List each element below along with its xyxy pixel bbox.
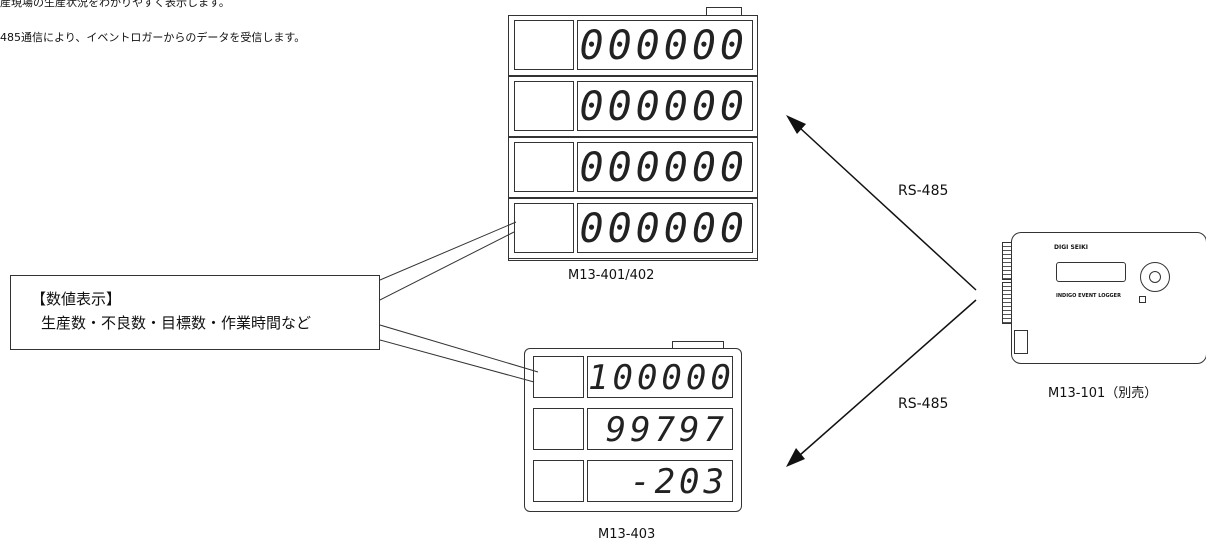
arrow-line-upper <box>799 127 977 291</box>
display-top-model: M13-401/402 <box>568 268 655 283</box>
logger-connector <box>1014 330 1028 354</box>
leader-line-bottom-1 <box>379 324 539 373</box>
label-slot-1 <box>514 20 574 70</box>
description-line-1: 産現場の生産状況をわかりやすく表示します。 <box>0 0 230 9</box>
logger-lcd <box>1056 262 1126 282</box>
rs485-label-upper: RS-485 <box>898 183 949 199</box>
logger-model: M13-101（別売） <box>1048 386 1158 401</box>
label-slot-b1 <box>533 356 584 398</box>
leader-line-top-2 <box>379 231 515 301</box>
leader-line-bottom-2 <box>379 339 535 383</box>
lcd-row-3: 000000 <box>577 142 753 192</box>
display-bottom-model: M13-403 <box>598 527 656 542</box>
description-line-2: 485通信により、イベントロガーからのデータを受信します。 <box>0 31 306 44</box>
arrow-head-upper <box>786 115 806 134</box>
label-slot-b3 <box>533 460 584 502</box>
lcd-b-row-1: 100000 <box>587 356 733 398</box>
logger-small-button <box>1139 296 1146 303</box>
logger-terminal-2 <box>1002 282 1012 324</box>
lcd-row-2: 000000 <box>577 81 753 131</box>
event-logger <box>1011 232 1206 364</box>
lcd-b-row-2: 99797 <box>587 408 733 450</box>
rs485-label-lower: RS-485 <box>898 396 949 412</box>
callout-body: 生産数・不良数・目標数・作業時間など <box>41 314 312 332</box>
label-slot-b2 <box>533 408 584 450</box>
lcd-b-row-3: -203 <box>587 460 733 502</box>
arrow-line-lower <box>799 299 977 456</box>
label-slot-3 <box>514 142 574 192</box>
logger-dpad-center <box>1149 271 1161 283</box>
logger-brand: DIGI SEIKI <box>1054 244 1088 251</box>
lcd-row-1: 000000 <box>577 20 753 70</box>
label-slot-2 <box>514 81 574 131</box>
callout-box: 【数値表示】 生産数・不良数・目標数・作業時間など <box>10 275 380 350</box>
lcd-row-4: 000000 <box>577 203 753 253</box>
logger-label: INDIGO EVENT LOGGER <box>1056 293 1121 299</box>
logger-terminal-1 <box>1002 242 1012 280</box>
label-slot-4 <box>514 203 574 253</box>
callout-title: 【数値表示】 <box>31 290 122 308</box>
arrow-head-lower <box>786 448 805 467</box>
leader-line-top-1 <box>379 221 517 281</box>
